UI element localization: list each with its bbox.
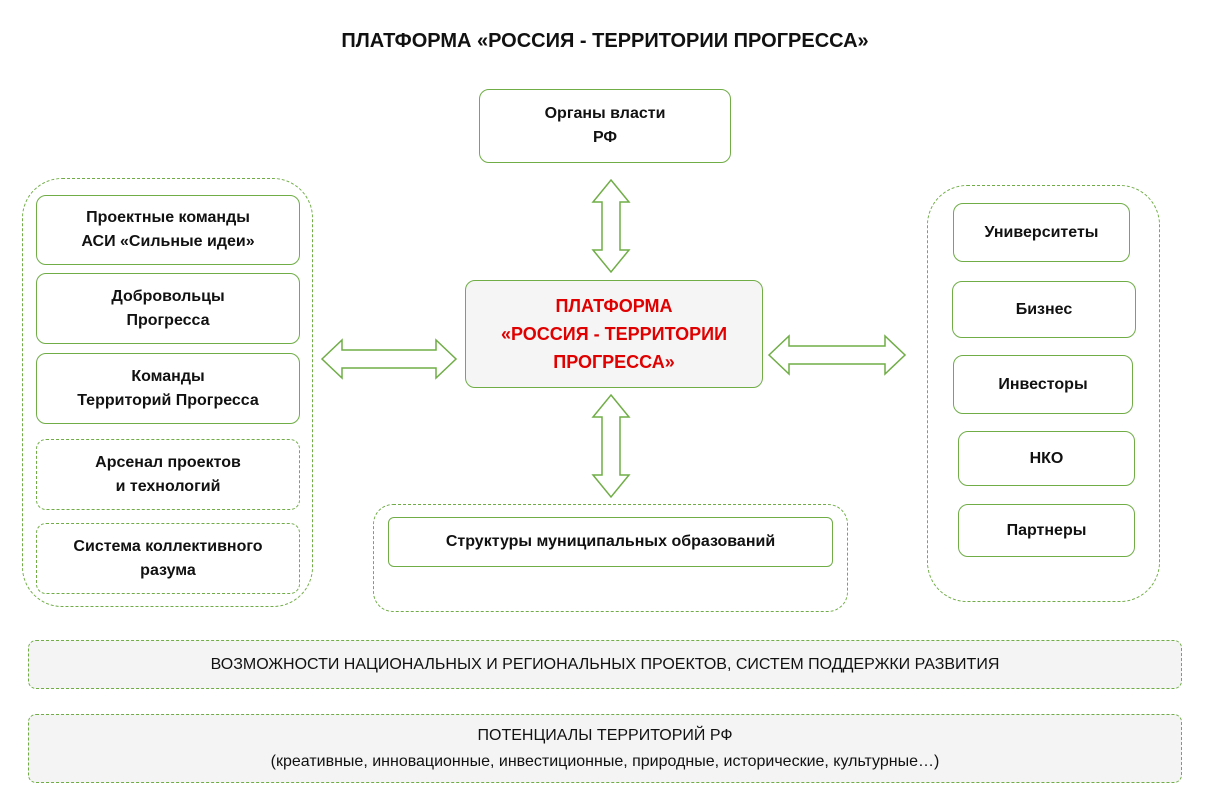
municipal-structures-box: Структуры муниципальных образований bbox=[388, 517, 833, 567]
left-item-volunteers: Добровольцы Прогресса bbox=[36, 273, 300, 344]
arrow-top-vertical bbox=[591, 178, 631, 274]
left-item-arsenal: Арсенал проектов и технологий bbox=[36, 439, 300, 510]
right-item-universities: Университеты bbox=[953, 203, 1130, 262]
territory-potentials-bar: ПОТЕНЦИАЛЫ ТЕРРИТОРИЙ РФ (креативные, ин… bbox=[28, 714, 1182, 783]
right-item-nko: НКО bbox=[958, 431, 1135, 486]
left-group bbox=[22, 178, 313, 607]
arrow-left-horizontal bbox=[320, 338, 458, 380]
national-projects-text: ВОЗМОЖНОСТИ НАЦИОНАЛЬНЫХ И РЕГИОНАЛЬНЫХ … bbox=[210, 655, 1000, 673]
arrow-bottom-vertical bbox=[591, 393, 631, 499]
arrow-right-horizontal bbox=[767, 334, 907, 376]
right-group bbox=[927, 185, 1160, 602]
right-item-business: Бизнес bbox=[952, 281, 1136, 338]
potentials-list: (креативные, инновационные, инвестиционн… bbox=[270, 752, 940, 770]
left-item-collective-mind: Система коллективного разума bbox=[36, 523, 300, 594]
left-item-project-teams: Проектные команды АСИ «Сильные идеи» bbox=[36, 195, 300, 265]
government-box: Органы власти РФ bbox=[479, 89, 731, 163]
right-item-investors: Инвесторы bbox=[953, 355, 1133, 414]
diagram-title: ПЛАТФОРМА «РОССИЯ - ТЕРРИТОРИИ ПРОГРЕССА… bbox=[341, 30, 869, 52]
municipal-group bbox=[373, 504, 848, 612]
left-item-territory-teams: Команды Территорий Прогресса bbox=[36, 353, 300, 424]
potentials-title: ПОТЕНЦИАЛЫ ТЕРРИТОРИЙ РФ bbox=[477, 726, 733, 744]
national-projects-bar: ВОЗМОЖНОСТИ НАЦИОНАЛЬНЫХ И РЕГИОНАЛЬНЫХ … bbox=[28, 640, 1182, 689]
platform-center-box: ПЛАТФОРМА «РОССИЯ - ТЕРРИТОРИИ ПРОГРЕССА… bbox=[465, 280, 763, 388]
right-item-partners: Партнеры bbox=[958, 504, 1135, 557]
